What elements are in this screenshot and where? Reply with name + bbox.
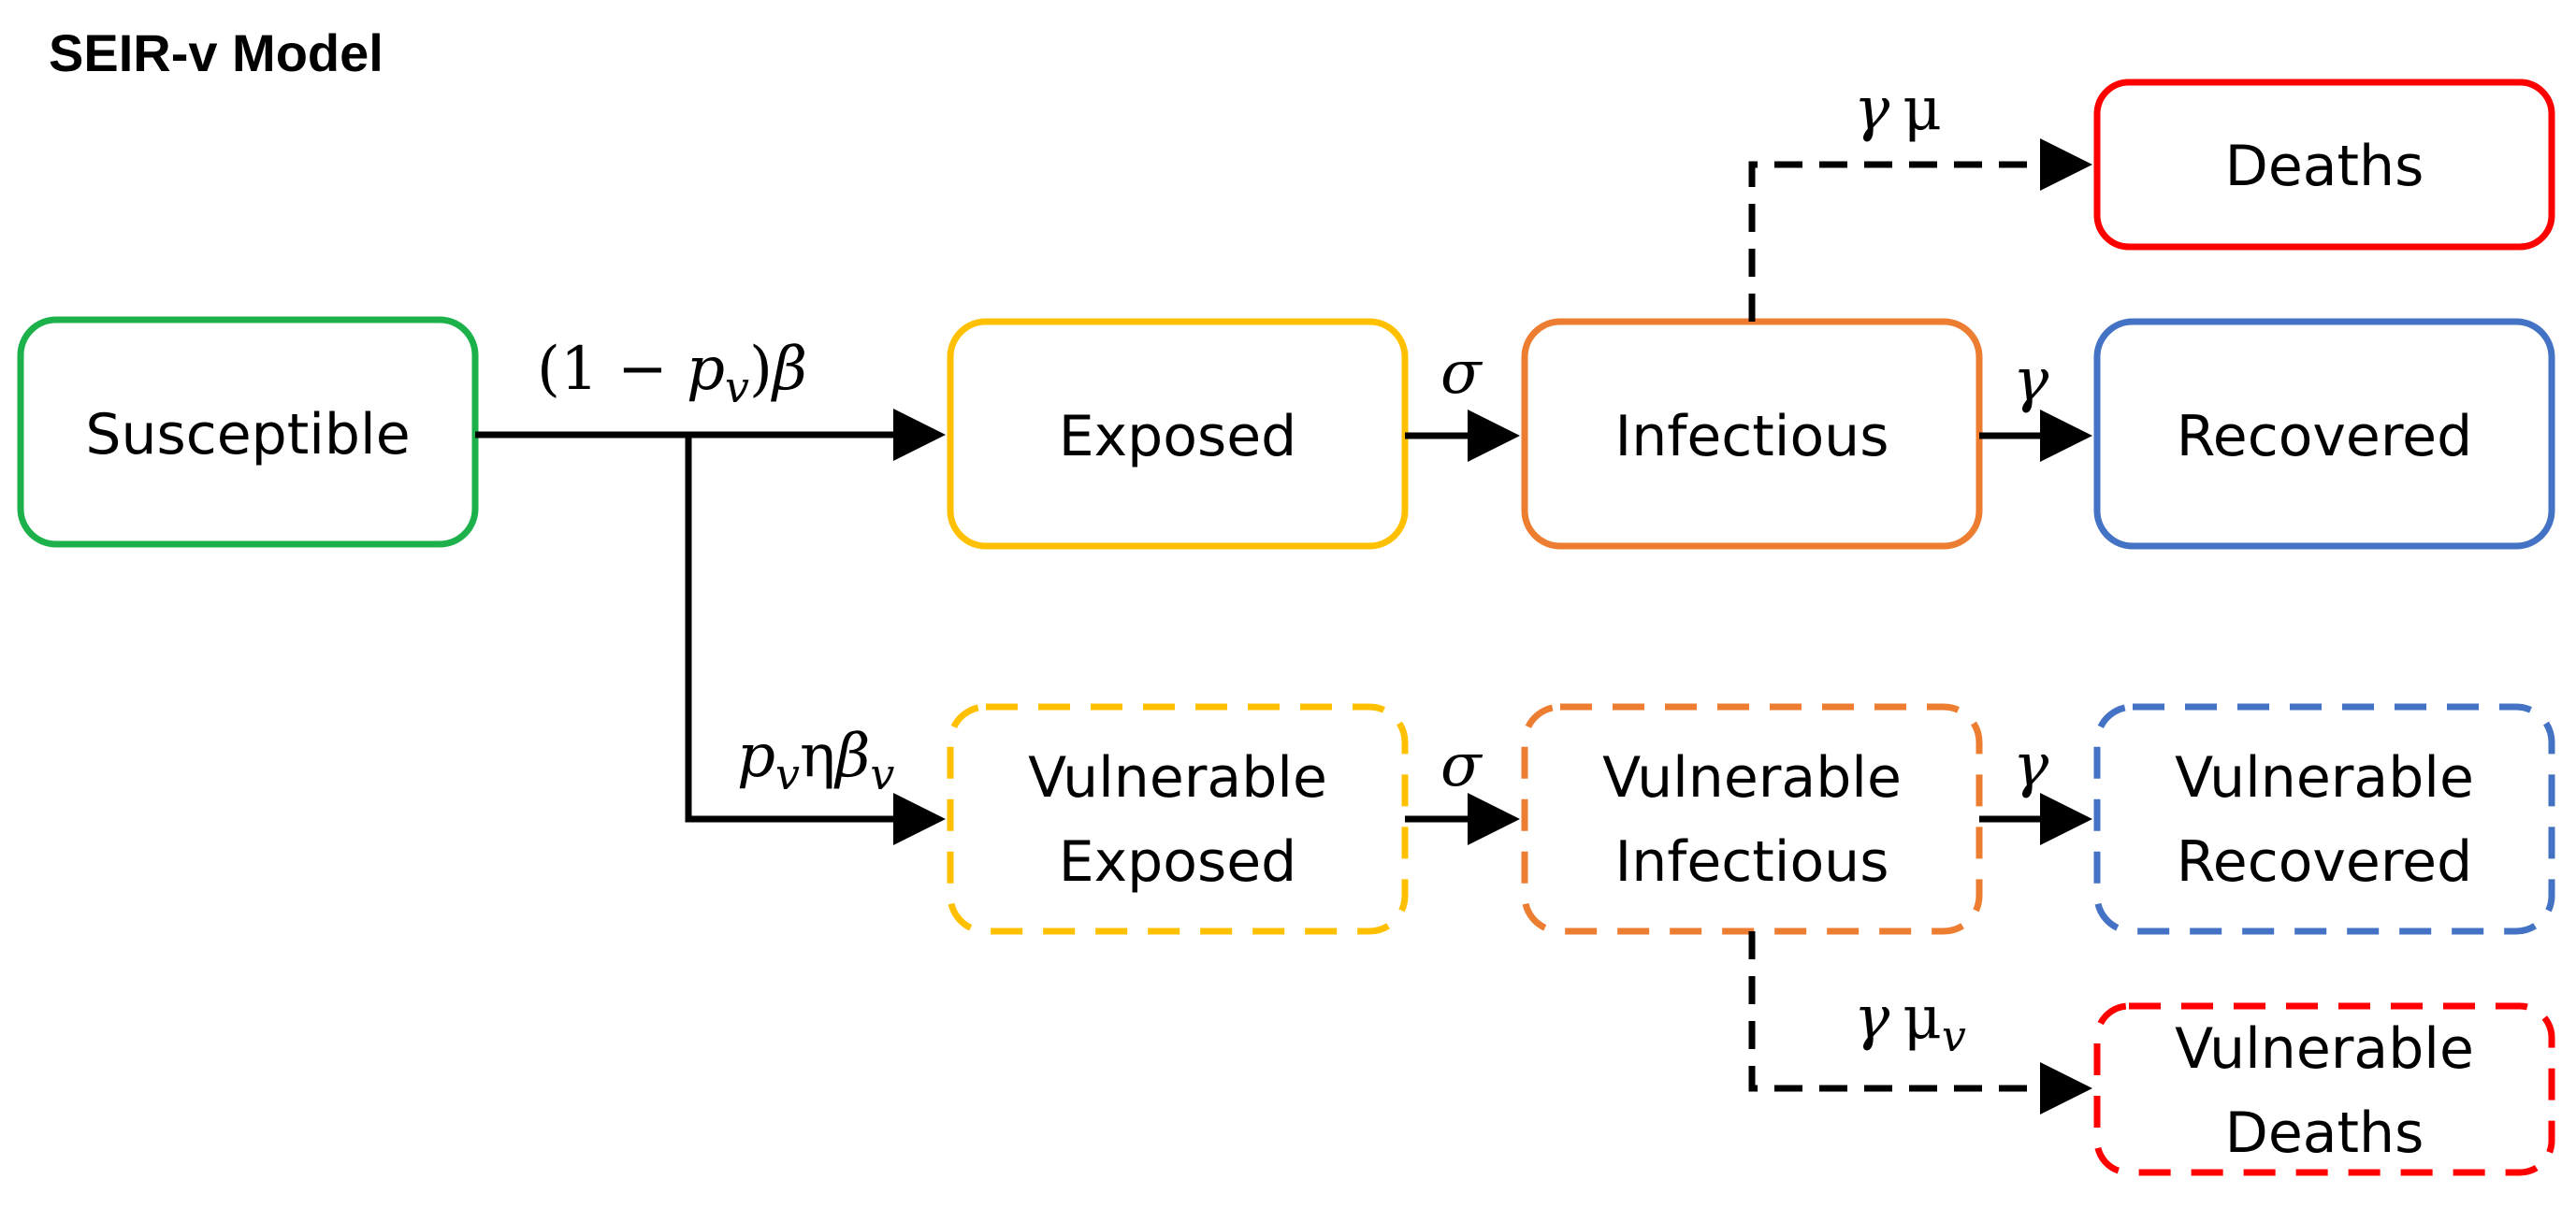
rate-sve-p-sub: v [775,749,800,799]
rate-se-p-sub: v [725,362,749,412]
arrow-susceptible-to-vulnerable-exposed [685,435,946,845]
rate-id-mu: μ [1903,75,1942,144]
node-deaths: Deaths [2093,79,2555,251]
rate-susceptible-to-exposed: (1 − pv)β [537,335,807,412]
rate-sve-beta-sub: v [870,749,894,799]
vulnerable-recovered-label-line1: Vulnerable [2175,745,2474,811]
node-vulnerable-deaths: Vulnerable Deaths [2093,1002,2555,1176]
recovered-box [2093,318,2555,550]
rate-se-close: ) [749,335,773,404]
rate-infectious-to-recovered: γ [2013,346,2049,415]
rate-susceptible-to-vulnerable-exposed: pvηβv [737,722,894,799]
deaths-box [2093,79,2555,251]
node-vulnerable-recovered: Vulnerable Recovered [2093,703,2555,935]
diagram-title: SEIR-v Model [49,23,384,82]
rate-sve-beta: β [833,722,870,791]
vulnerable-exposed-label-line1: Vulnerable [1028,745,1327,811]
vulnerable-deaths-box [2093,1002,2555,1176]
node-vulnerable-infectious: Vulnerable Infectious [1521,703,1983,935]
rate-vulnerable-exposed-to-vulnerable-infectious: σ [1440,731,1483,800]
node-exposed: Exposed [947,318,1409,550]
vulnerable-infectious-box [1521,703,1983,935]
rate-se-beta: β [771,335,807,404]
vulnerable-recovered-box [2093,703,2555,935]
recovered-label: Recovered [2177,404,2472,469]
node-infectious: Infectious [1521,318,1983,550]
node-susceptible: Susceptible [17,316,479,548]
rate-exposed-to-infectious: σ [1440,338,1483,408]
infectious-label: Infectious [1615,404,1889,469]
node-recovered: Recovered [2093,318,2555,550]
rate-sve-p: p [737,722,775,791]
rate-id-gamma: γ [1854,75,1890,144]
vulnerable-deaths-label-line2: Deaths [2225,1100,2424,1166]
vulnerable-deaths-label-line1: Vulnerable [2175,1016,2474,1082]
deaths-label: Deaths [2225,134,2424,199]
vulnerable-recovered-label-line2: Recovered [2177,829,2472,895]
vulnerable-infectious-label-line2: Infectious [1615,829,1889,895]
rate-vd-gamma: γ [1854,984,1890,1053]
vulnerable-infectious-label-line1: Vulnerable [1602,745,1902,811]
vulnerable-exposed-box [947,703,1409,935]
node-vulnerable-exposed: Vulnerable Exposed [947,703,1409,935]
arrow-infectious-to-deaths [1748,138,2092,322]
rate-vd-mu-sub: v [1942,1011,1966,1061]
rate-vd-mu: μ [1903,984,1942,1053]
susceptible-label: Susceptible [85,402,410,467]
arrow-vulnerable-infectious-to-vulnerable-deaths [1748,931,2092,1115]
rate-sve-eta: η [800,722,835,791]
vulnerable-exposed-label-line2: Exposed [1059,829,1296,895]
rate-se-open: (1 − [537,335,687,404]
rate-se-p: p [687,335,725,404]
exposed-label: Exposed [1059,404,1296,469]
rate-vulnerable-infectious-to-vulnerable-recovered: γ [2013,731,2049,800]
